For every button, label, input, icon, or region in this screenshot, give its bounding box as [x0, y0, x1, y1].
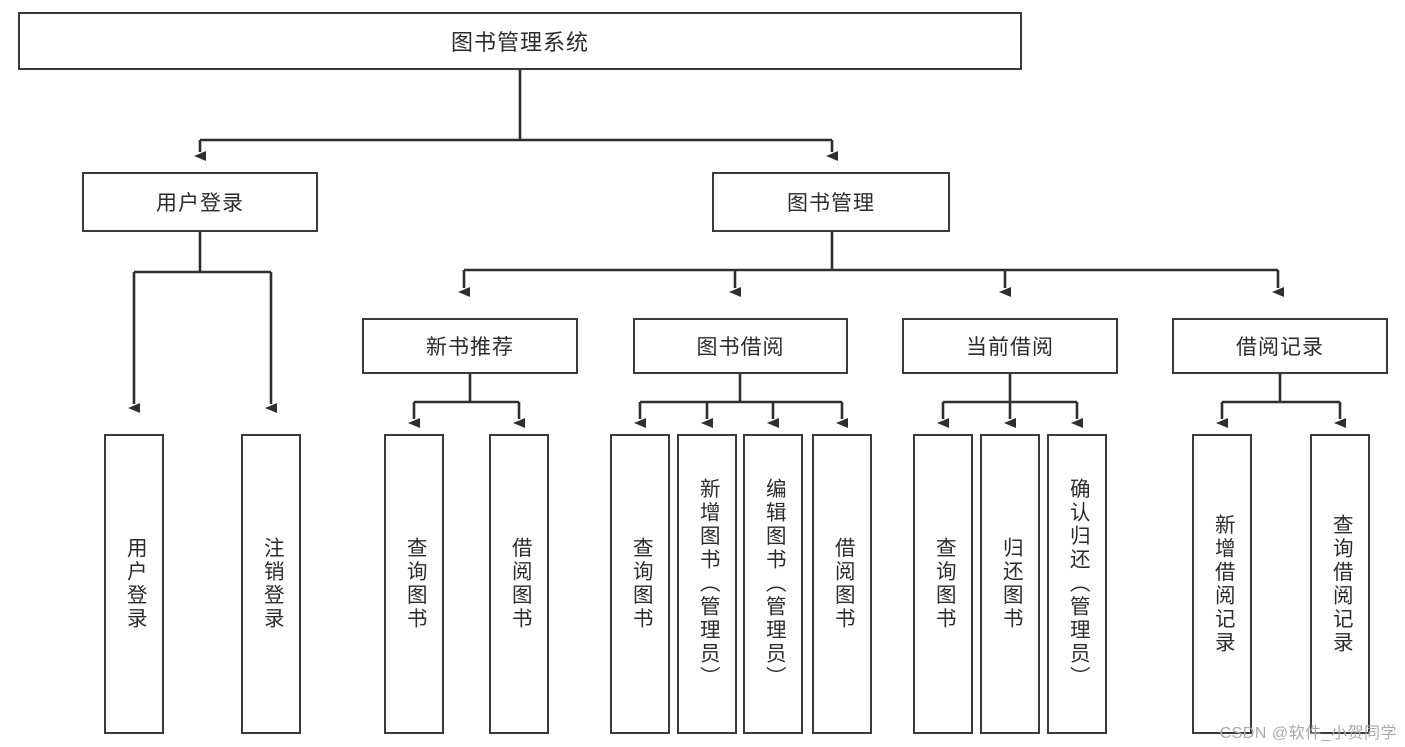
leaf-confirm-return[interactable]: 确认归还（管理员） [1047, 434, 1107, 734]
leaf-return-book-label: 归还图书 [999, 537, 1023, 631]
leaf-borrow-book-2-label: 借阅图书 [831, 537, 855, 631]
node-user-login[interactable]: 用户登录 [82, 172, 318, 232]
watermark-text: CSDN @软件_小贺同学 [1219, 725, 1397, 742]
node-user-login-label: 用户登录 [156, 192, 244, 215]
node-root-label: 图书管理系统 [450, 30, 589, 55]
leaf-edit-book-label: 编辑图书（管理员） [762, 478, 786, 690]
leaf-query-book-3[interactable]: 查询图书 [913, 434, 973, 734]
leaf-query-book-1[interactable]: 查询图书 [384, 434, 444, 734]
leaf-query-book-2-label: 查询图书 [629, 537, 653, 631]
node-new-book-recommend-label: 新书推荐 [426, 336, 514, 359]
node-borrow-record[interactable]: 借阅记录 [1172, 318, 1388, 374]
leaf-query-book-1-label: 查询图书 [403, 537, 427, 631]
leaf-confirm-return-label: 确认归还（管理员） [1066, 478, 1090, 690]
leaf-add-book[interactable]: 新增图书（管理员） [677, 434, 737, 734]
leaf-add-record-label: 新增借阅记录 [1211, 513, 1235, 655]
leaf-return-book[interactable]: 归还图书 [980, 434, 1040, 734]
leaf-edit-book[interactable]: 编辑图书（管理员） [743, 434, 803, 734]
leaf-add-book-label: 新增图书（管理员） [696, 478, 720, 690]
leaf-logout-label: 注销登录 [260, 537, 284, 631]
leaf-borrow-book-1-label: 借阅图书 [508, 537, 532, 631]
node-book-borrow-label: 图书借阅 [696, 336, 785, 359]
node-current-borrow[interactable]: 当前借阅 [902, 318, 1118, 374]
leaf-query-record[interactable]: 查询借阅记录 [1310, 434, 1370, 734]
leaf-add-record[interactable]: 新增借阅记录 [1192, 434, 1252, 734]
node-book-management-label: 图书管理 [787, 192, 875, 215]
leaf-query-book-3-label: 查询图书 [932, 537, 956, 631]
leaf-user-login[interactable]: 用户登录 [104, 434, 164, 734]
leaf-logout[interactable]: 注销登录 [241, 434, 301, 734]
leaf-user-login-label: 用户登录 [123, 537, 147, 631]
node-book-borrow[interactable]: 图书借阅 [633, 318, 848, 374]
leaf-query-record-label: 查询借阅记录 [1329, 513, 1353, 655]
node-new-book-recommend[interactable]: 新书推荐 [362, 318, 578, 374]
node-borrow-record-label: 借阅记录 [1236, 336, 1324, 359]
node-current-borrow-label: 当前借阅 [966, 336, 1054, 359]
node-root[interactable]: 图书管理系统 [18, 12, 1022, 70]
leaf-borrow-book-1[interactable]: 借阅图书 [489, 434, 549, 734]
leaf-borrow-book-2[interactable]: 借阅图书 [812, 434, 872, 734]
node-book-management[interactable]: 图书管理 [712, 172, 950, 232]
leaf-query-book-2[interactable]: 查询图书 [610, 434, 670, 734]
